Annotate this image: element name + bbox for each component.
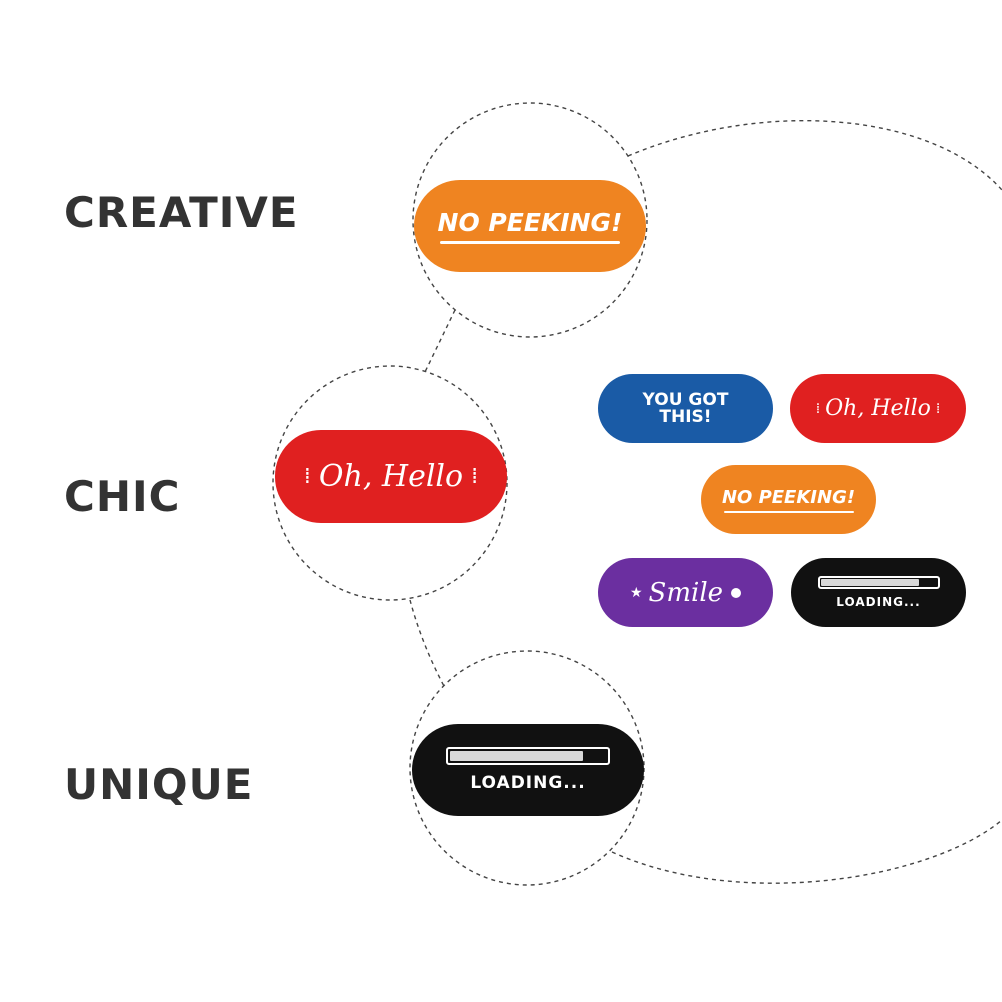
sticker-you-got-this-small: YOU GOT THIS!: [598, 374, 773, 443]
loading-bar: [817, 576, 940, 589]
loading-text: LOADING...: [470, 773, 586, 793]
dot-icon: [731, 587, 742, 598]
label-creative: CREATIVE: [64, 188, 299, 237]
creative-zoom-circle: [412, 102, 648, 338]
sticker-oh-hello-large: ⁞ Oh, Hello ⁞: [275, 430, 507, 523]
sparkle-left-icon: ⁞: [303, 464, 311, 489]
loading-bar-fill: [450, 751, 583, 761]
sticker-no-peeking-large: NO PEEKING!: [414, 180, 646, 272]
sticker-oh-hello-text: Oh, Hello: [318, 459, 464, 494]
sticker-oh-hello-small: ⁞ Oh, Hello ⁞: [790, 374, 966, 443]
sticker-smile-small: ★ Smile: [598, 558, 773, 627]
sticker-loading-large: LOADING...: [412, 724, 644, 816]
connector-creative-chic: [424, 309, 456, 373]
label-unique: UNIQUE: [64, 760, 254, 809]
sticker-no-peeking-small-text: NO PEEKING!: [721, 486, 856, 508]
large-ellipse-top-arc: [627, 119, 1002, 191]
star-icon: ★: [629, 584, 643, 601]
sticker-smile-text: Smile: [648, 577, 724, 608]
sticker-you-got-this-line1: YOU GOT: [642, 389, 729, 410]
sticker-underline: [723, 510, 854, 513]
sticker-underline: [439, 241, 620, 244]
sticker-no-peeking-text: NO PEEKING!: [437, 208, 623, 237]
chic-zoom-circle: [272, 365, 508, 601]
label-chic: CHIC: [64, 472, 181, 521]
connector-chic-unique: [409, 599, 446, 689]
loading-bar: [446, 747, 610, 765]
sticker-oh-hello-small-text: Oh, Hello: [825, 396, 931, 421]
sticker-no-peeking-small: NO PEEKING!: [701, 465, 876, 534]
sparkle-left-icon: ⁞: [815, 400, 821, 417]
sparkle-right-icon: ⁞: [471, 464, 479, 489]
sticker-loading-small: LOADING...: [791, 558, 966, 627]
large-ellipse-bottom-arc: [611, 819, 1002, 884]
loading-text-small: LOADING...: [836, 595, 921, 609]
sticker-you-got-this-line2: THIS!: [659, 406, 712, 427]
sparkle-right-icon: ⁞: [935, 400, 941, 417]
loading-bar-fill: [820, 579, 920, 586]
unique-zoom-circle: [409, 650, 645, 886]
